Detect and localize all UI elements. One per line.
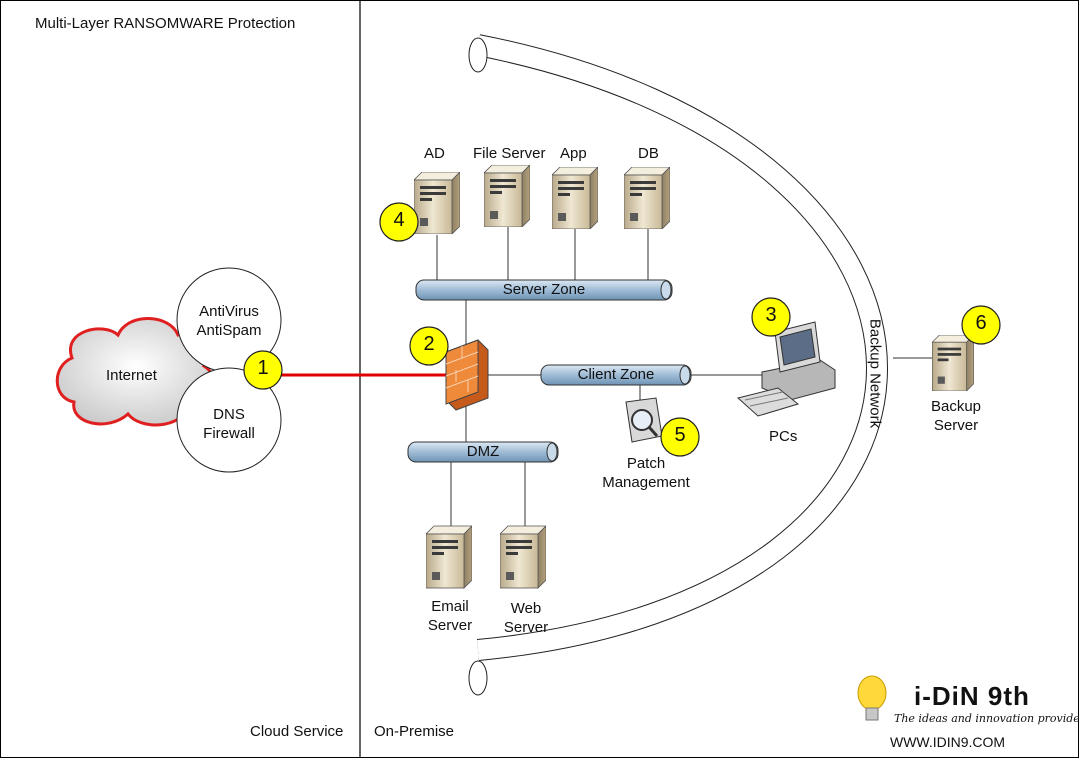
firewall-icon: [445, 339, 489, 411]
pc-icon: [736, 321, 836, 417]
logo-name: i-DiN 9th: [914, 681, 1030, 711]
dmz-label: DMZ: [466, 443, 500, 460]
badge-5: [660, 417, 700, 457]
web-server-icon: [500, 525, 546, 589]
email-label: Email: [431, 598, 469, 615]
badge-2: [409, 326, 449, 366]
badge-3-number: 3: [765, 304, 777, 326]
email-server-label: Server: [427, 617, 473, 634]
badge-4-number: 4: [393, 209, 405, 231]
db-label: DB: [638, 145, 659, 162]
ad-server-icon: [414, 172, 460, 234]
badge-1-number: 1: [257, 357, 269, 379]
backup-label: Backup: [930, 398, 982, 415]
client-zone-label: Client Zone: [577, 366, 655, 383]
ad-label: AD: [424, 145, 445, 162]
management-label: Management: [602, 474, 690, 491]
pcs-label: PCs: [769, 428, 798, 445]
backup-server-icon: [932, 335, 974, 391]
badge-2-number: 2: [423, 333, 435, 355]
server-zone-bus: [415, 279, 673, 301]
dns-label: DNS: [213, 406, 245, 423]
patch-label: Patch: [626, 455, 666, 472]
backup-network-label: Backup Network: [866, 318, 884, 429]
diagram-title: Multi-Layer RANSOMWARE Protection: [35, 15, 296, 32]
app-label: App: [560, 145, 587, 162]
client-zone-bus: [540, 364, 692, 386]
antivirus-label: AntiVirus: [199, 303, 259, 320]
file-server-icon: [484, 165, 530, 227]
firewall-label: Firewall: [203, 425, 255, 442]
email-server-icon: [426, 525, 472, 589]
file-server-label: File Server: [473, 145, 546, 162]
db-server-icon: [624, 167, 670, 229]
badge-6-number: 6: [975, 312, 987, 334]
badge-6: [961, 305, 1001, 345]
dmz-bus: [407, 441, 559, 463]
backup-server-label: Server: [933, 417, 979, 434]
server-zone-label: Server Zone: [502, 281, 586, 298]
logo-bulb-icon: [857, 675, 887, 721]
web-label: Web: [510, 600, 542, 617]
logo-url: WWW.IDIN9.COM: [890, 734, 1006, 750]
patch-management-icon: [625, 397, 663, 443]
antispam-label: AntiSpam: [196, 322, 262, 339]
badge-4: [379, 202, 419, 242]
on-premise-label: On-Premise: [374, 723, 455, 740]
cloud-service-label: Cloud Service: [250, 723, 344, 740]
badge-5-number: 5: [674, 424, 686, 446]
app-server-icon: [552, 167, 598, 229]
badge-3: [751, 297, 791, 337]
dns-firewall-bubble: [176, 367, 282, 473]
web-server-label: Server: [503, 619, 549, 636]
internet-label: Internet: [106, 367, 157, 384]
badge-1: [243, 350, 283, 390]
logo-tagline: The ideas and innovation provider: [894, 712, 1079, 725]
